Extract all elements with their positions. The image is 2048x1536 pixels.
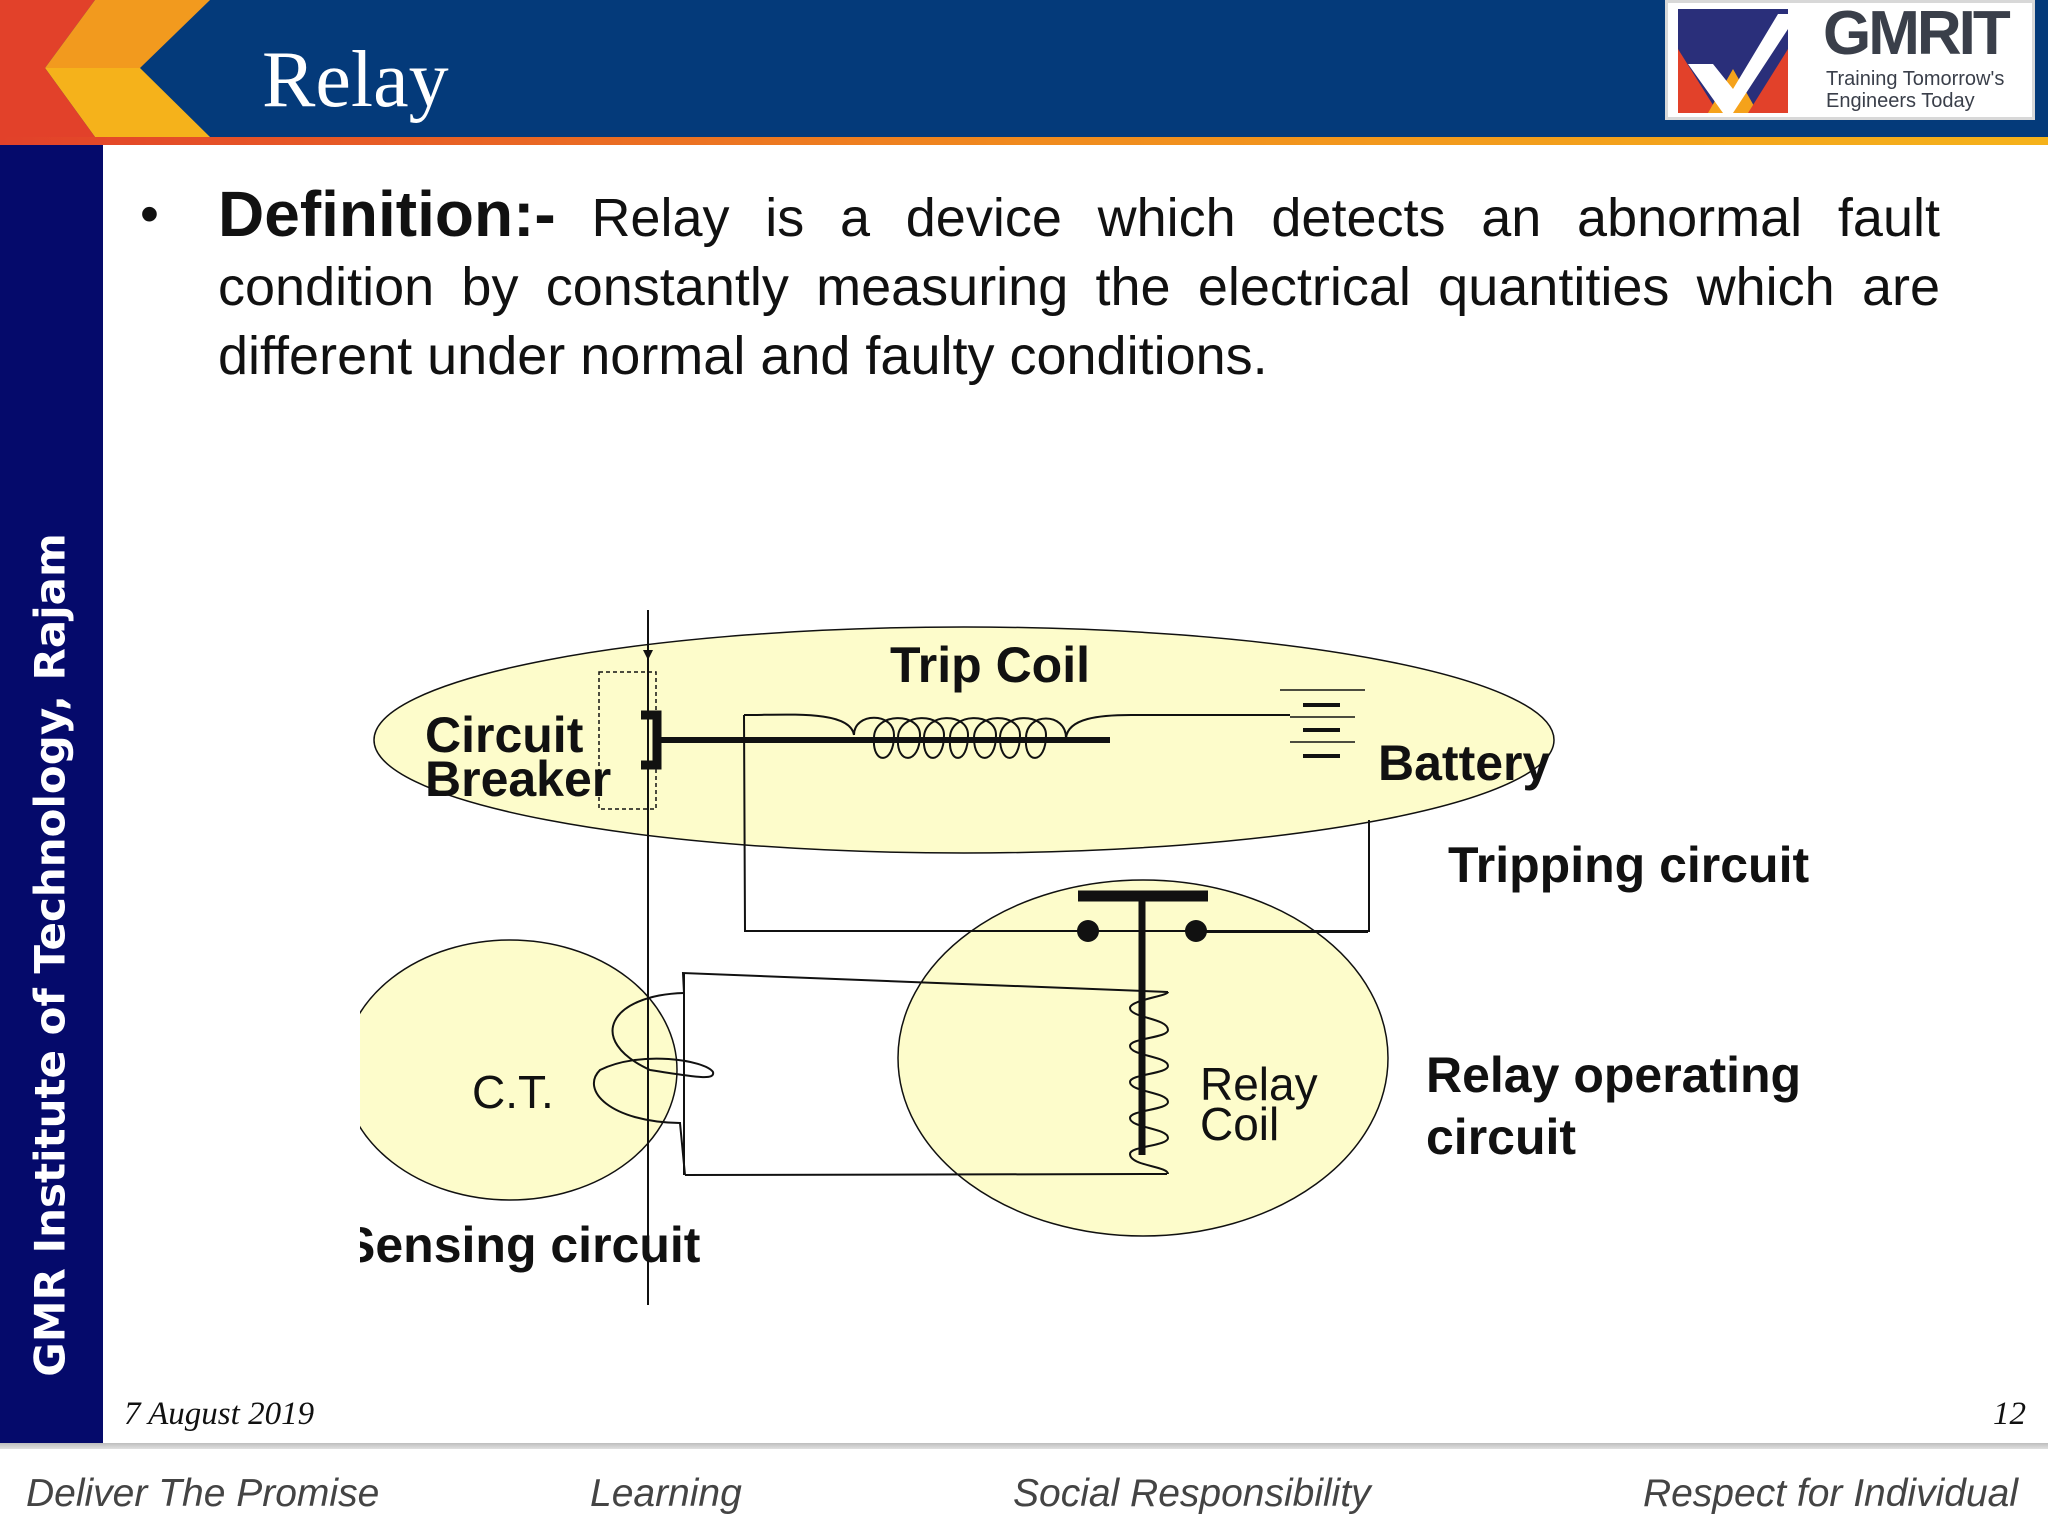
breaker-contact: [641, 710, 662, 770]
ct-relay-wire-bottom: [684, 1173, 1168, 1176]
label-relay-operating-circuit: circuit: [1426, 1109, 1576, 1165]
label-coil: Coil: [1200, 1098, 1279, 1150]
ct-winding: [593, 992, 715, 1176]
battery-symbol-icon: [1280, 689, 1365, 758]
label-relay: Relay: [1200, 1058, 1318, 1110]
label-trip-coil: Trip Coil: [890, 637, 1090, 693]
label-breaker: Breaker: [425, 751, 611, 807]
tripping-circuit-wire: [743, 714, 1370, 932]
footer-page-number: 12: [1993, 1396, 2026, 1432]
logo-tagline-line-1: Training Tomorrow's: [1826, 68, 2005, 90]
header-bar: Relay GMRIT Training Tomorrow's Engineer…: [0, 0, 2048, 137]
label-tripping-circuit: Tripping circuit: [1448, 837, 1809, 893]
footer-value-learning: Learning: [590, 1472, 742, 1515]
footer-value-respect: Respect for Individual: [1642, 1472, 2018, 1515]
label-ct: C.T.: [472, 1066, 554, 1118]
sensing-circuit-ellipse: [360, 939, 678, 1201]
relay-contact-right: [1185, 920, 1207, 942]
label-circuit: Circuit: [425, 707, 584, 763]
definition-term: Definition:-: [218, 178, 556, 250]
sidebar-institute-name: GMR Institute of Technology, Rajam: [25, 533, 75, 1377]
sidebar: GMR Institute of Technology, Rajam: [0, 145, 103, 1445]
logo-wordmark: GMRIT: [1823, 0, 2011, 68]
breaker-dotted-box: [598, 671, 657, 810]
definition-text: Relay is a device which detects an abnor…: [218, 188, 1940, 386]
trip-coil-winding: [743, 713, 1132, 759]
logo-tagline-line-2: Engineers Today: [1826, 90, 1975, 112]
logo-mark-icon: [1678, 9, 1788, 113]
conductor-arrow-icon: [643, 650, 653, 660]
header-underline: [0, 137, 2048, 145]
definition-paragraph: Definition:- Relay is a device which det…: [218, 180, 1940, 391]
label-relay-operating: Relay operating: [1426, 1047, 1801, 1103]
label-sensing-circuit: Sensing circuit: [360, 1217, 701, 1273]
gmrit-logo: GMRIT Training Tomorrow's Engineers Toda…: [1665, 0, 2035, 120]
relay-contact-left: [1077, 920, 1099, 942]
label-battery: Battery: [1378, 735, 1550, 791]
relay-coil-winding: [1128, 991, 1170, 1175]
relay-circuit-diagram: Circuit Breaker Trip Coil Battery Trippi…: [360, 610, 1809, 1305]
bullet-marker: •: [140, 184, 159, 244]
header-accent-shape: [0, 0, 210, 137]
footer-value-deliver: Deliver The Promise: [26, 1472, 380, 1515]
footer-value-social: Social Responsibility: [1013, 1472, 1371, 1515]
footer-date: 7 August 2019: [124, 1396, 315, 1432]
footer-divider: [0, 1443, 2048, 1449]
slide-title: Relay: [262, 36, 449, 124]
